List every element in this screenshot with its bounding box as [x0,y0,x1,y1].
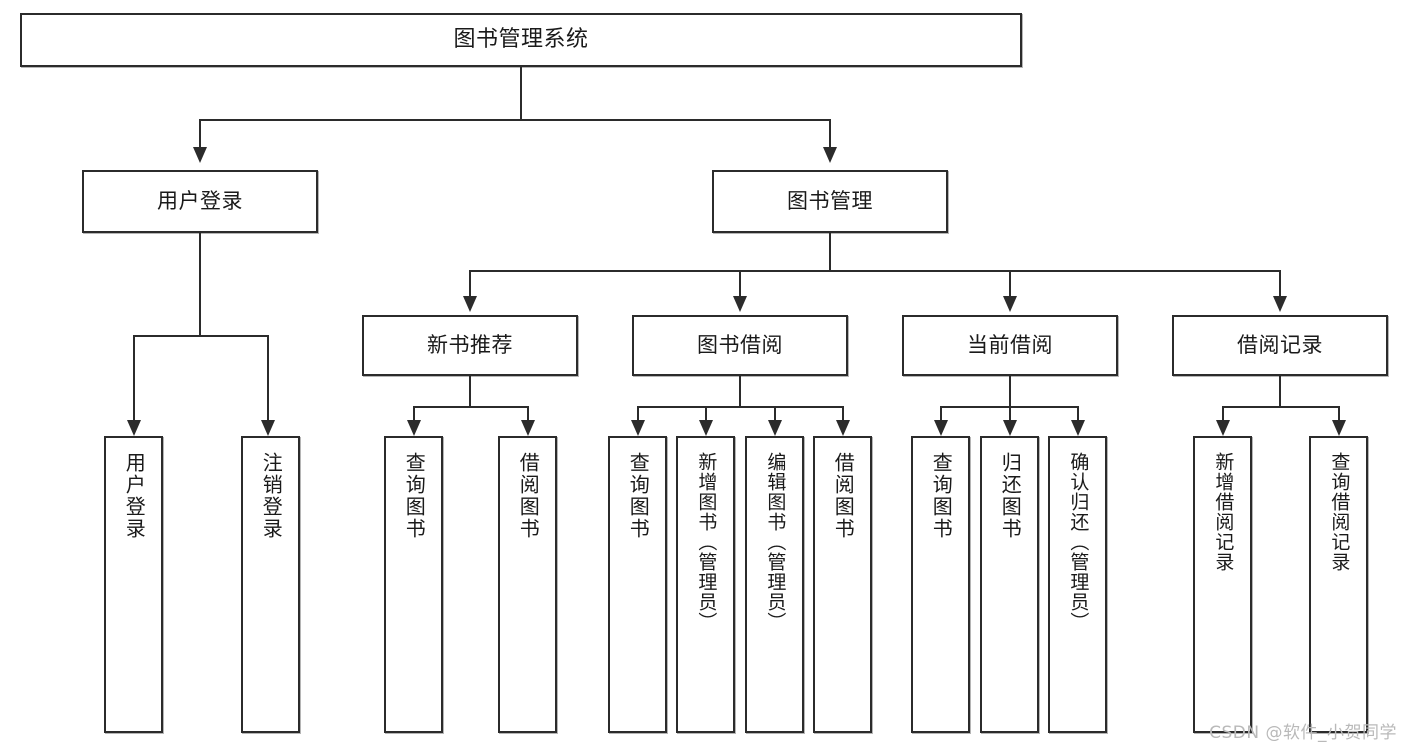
connector-new-book-bar [413,406,527,408]
leaf-label: 新增借阅记录 [1212,452,1235,572]
arrowhead-bb-2 [699,420,713,436]
arrowhead-new-book [463,296,477,312]
arrowhead-bb-3 [768,420,782,436]
leaf-label: 归还图书 [998,452,1023,540]
arrowhead-cb-2 [1003,420,1017,436]
leaf-cb-return-book[interactable]: 归还图书 [980,436,1039,733]
node-label: 图书管理 [787,189,873,214]
connector-drop-leaf-logout [267,335,269,422]
leaf-label: 借阅图书 [831,452,856,540]
leaf-label: 查询借阅记录 [1328,452,1351,572]
arrowhead-book-management [823,147,837,163]
node-new-book-recommend[interactable]: 新书推荐 [362,315,578,376]
connector-level3-bar [469,270,1280,272]
node-current-borrow[interactable]: 当前借阅 [902,315,1118,376]
leaf-label: 借阅图书 [516,452,541,540]
connector-user-login-stem [199,233,201,335]
arrowhead-borrow-record [1273,296,1287,312]
leaf-bb-add-book-admin[interactable]: 新增图书（管理员） [676,436,735,733]
connector-drop-new-book [469,270,471,298]
leaf-logout[interactable]: 注销登录 [241,436,300,733]
arrowhead-bb-4 [836,420,850,436]
connector-borrow-record-stem [1279,376,1281,406]
arrowhead-leaf-logout [261,420,275,436]
connector-drop-user-login [199,119,201,149]
leaf-cb-confirm-return-admin[interactable]: 确认归还（管理员） [1048,436,1107,733]
connector-user-login-bar [133,335,267,337]
leaf-label: 确认归还（管理员） [1067,452,1090,632]
connector-drop-bb-2 [705,406,707,422]
connector-root-stem [520,67,522,119]
connector-drop-current-borrow [1009,270,1011,298]
connector-drop-cb-1 [940,406,942,422]
connector-new-book-stem [469,376,471,406]
connector-current-borrow-stem [1009,376,1011,406]
node-label: 当前借阅 [967,333,1053,358]
connector-book-borrow-bar [637,406,843,408]
leaf-label: 注销登录 [259,452,284,540]
arrowhead-nb-query [407,420,421,436]
leaf-cb-query-book[interactable]: 查询图书 [911,436,970,733]
connector-level2-bar [199,119,831,121]
node-book-borrow[interactable]: 图书借阅 [632,315,848,376]
leaf-label: 用户登录 [122,452,147,540]
arrowhead-cb-1 [934,420,948,436]
leaf-br-add-record[interactable]: 新增借阅记录 [1193,436,1252,733]
leaf-nb-query-book[interactable]: 查询图书 [384,436,443,733]
connector-drop-cb-3 [1077,406,1079,422]
leaf-user-login[interactable]: 用户登录 [104,436,163,733]
node-borrow-record[interactable]: 借阅记录 [1172,315,1388,376]
connector-drop-br-1 [1222,406,1224,422]
leaf-bb-query-book[interactable]: 查询图书 [608,436,667,733]
connector-drop-leaf-user-login [133,335,135,422]
node-label: 用户登录 [157,189,243,214]
node-label: 新书推荐 [427,333,513,358]
leaf-label: 新增图书（管理员） [695,452,718,632]
connector-drop-borrow-record [1279,270,1281,298]
node-label: 借阅记录 [1237,333,1323,358]
connector-drop-bb-1 [637,406,639,422]
connector-drop-nb-borrow [527,406,529,422]
connector-drop-book-borrow [739,270,741,298]
leaf-label: 查询图书 [402,452,427,540]
leaf-label: 查询图书 [929,452,954,540]
connector-drop-br-2 [1338,406,1340,422]
arrowhead-bb-1 [631,420,645,436]
connector-drop-nb-query [413,406,415,422]
connector-borrow-record-bar [1222,406,1338,408]
connector-book-borrow-stem [739,376,741,406]
node-label: 图书借阅 [697,333,783,358]
leaf-label: 查询图书 [626,452,651,540]
leaf-nb-borrow-book[interactable]: 借阅图书 [498,436,557,733]
arrowhead-leaf-user-login [127,420,141,436]
connector-drop-bb-3 [774,406,776,422]
leaf-bb-edit-book-admin[interactable]: 编辑图书（管理员） [745,436,804,733]
node-book-management[interactable]: 图书管理 [712,170,948,233]
connector-drop-bb-4 [842,406,844,422]
node-root-book-management-system[interactable]: 图书管理系统 [20,13,1022,67]
arrowhead-book-borrow [733,296,747,312]
leaf-label: 编辑图书（管理员） [764,452,787,632]
arrowhead-br-2 [1332,420,1346,436]
leaf-br-query-record[interactable]: 查询借阅记录 [1309,436,1368,733]
leaf-bb-borrow-book[interactable]: 借阅图书 [813,436,872,733]
arrowhead-nb-borrow [521,420,535,436]
arrowhead-user-login [193,147,207,163]
connector-drop-book-management [829,119,831,149]
arrowhead-br-1 [1216,420,1230,436]
arrowhead-current-borrow [1003,296,1017,312]
node-label: 图书管理系统 [453,27,589,53]
arrowhead-cb-3 [1071,420,1085,436]
connector-book-management-stem [829,233,831,270]
connector-drop-cb-2 [1009,406,1011,422]
node-user-login[interactable]: 用户登录 [82,170,318,233]
